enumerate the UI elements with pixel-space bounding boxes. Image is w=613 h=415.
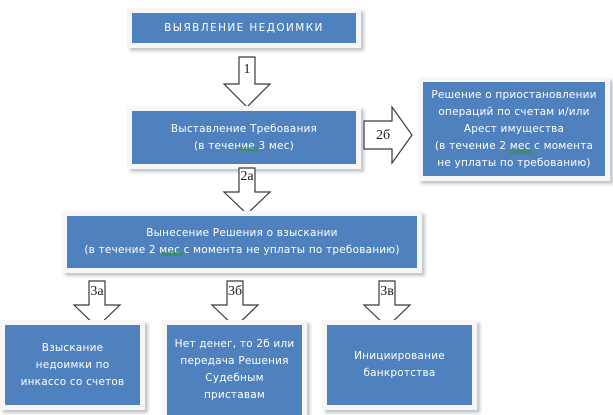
node-suspension[interactable]: Решение о приостановлении операций по сч… (418, 77, 610, 181)
node-bailiffs-fill: Нет денег, то 2б или передача Решения Су… (167, 325, 302, 415)
node-suspension-label: Решение о приостановлении операций по сч… (431, 88, 597, 169)
node-bankruptcy-label: Инициирование банкротства (354, 350, 445, 379)
arrow-3a-shape (72, 280, 122, 328)
node-incasso[interactable]: Взыскание недоимки по инкассо со счетов (0, 320, 145, 410)
spellcheck-squiggle-decision (162, 252, 183, 256)
node-decision-label: Вынесение Решения о взыскании (в течение… (84, 227, 400, 256)
node-incasso-label: Взыскание недоимки по инкассо со счетов (20, 341, 125, 388)
node-incasso-fill: Взыскание недоимки по инкассо со счетов (5, 325, 140, 405)
arrow-3v-shape (362, 280, 412, 328)
node-bailiffs-label: Нет денег, то 2б или передача Решения Су… (174, 338, 295, 401)
spellcheck-squiggle-suspension (510, 150, 531, 154)
node-detection-label: ВЫЯВЛЕНИЕ НЕДОИМКИ (164, 21, 324, 34)
arrow-2b[interactable]: 2б (363, 104, 414, 167)
node-demand-fill: Выставление Требования (в течение 3 мес) (132, 111, 356, 164)
node-suspension-fill: Решение о приостановлении операций по сч… (423, 82, 605, 176)
spellcheck-squiggle-demand (237, 147, 258, 151)
arrow-3b-shape (210, 280, 260, 328)
node-decision[interactable]: Вынесение Решения о взыскании (в течение… (62, 211, 422, 273)
arrow-2b-shape (363, 105, 413, 165)
node-bankruptcy[interactable]: Инициирование банкротства (322, 320, 477, 410)
arrow-1[interactable]: 1 (220, 56, 274, 109)
node-demand[interactable]: Выставление Требования (в течение 3 мес) (127, 106, 361, 169)
node-detection-fill: ВЫЯВЛЕНИЕ НЕДОИМКИ (132, 13, 356, 43)
arrow-1-shape (222, 56, 272, 108)
node-bailiffs[interactable]: Нет денег, то 2б или передача Решения Су… (162, 320, 307, 415)
node-bankruptcy-fill: Инициирование банкротства (327, 325, 472, 405)
node-detection[interactable]: ВЫЯВЛЕНИЕ НЕДОИМКИ (127, 8, 361, 48)
node-decision-fill: Вынесение Решения о взыскании (в течение… (67, 216, 417, 268)
arrow-2a[interactable]: 2а (220, 167, 274, 216)
arrow-2a-shape (222, 167, 272, 215)
